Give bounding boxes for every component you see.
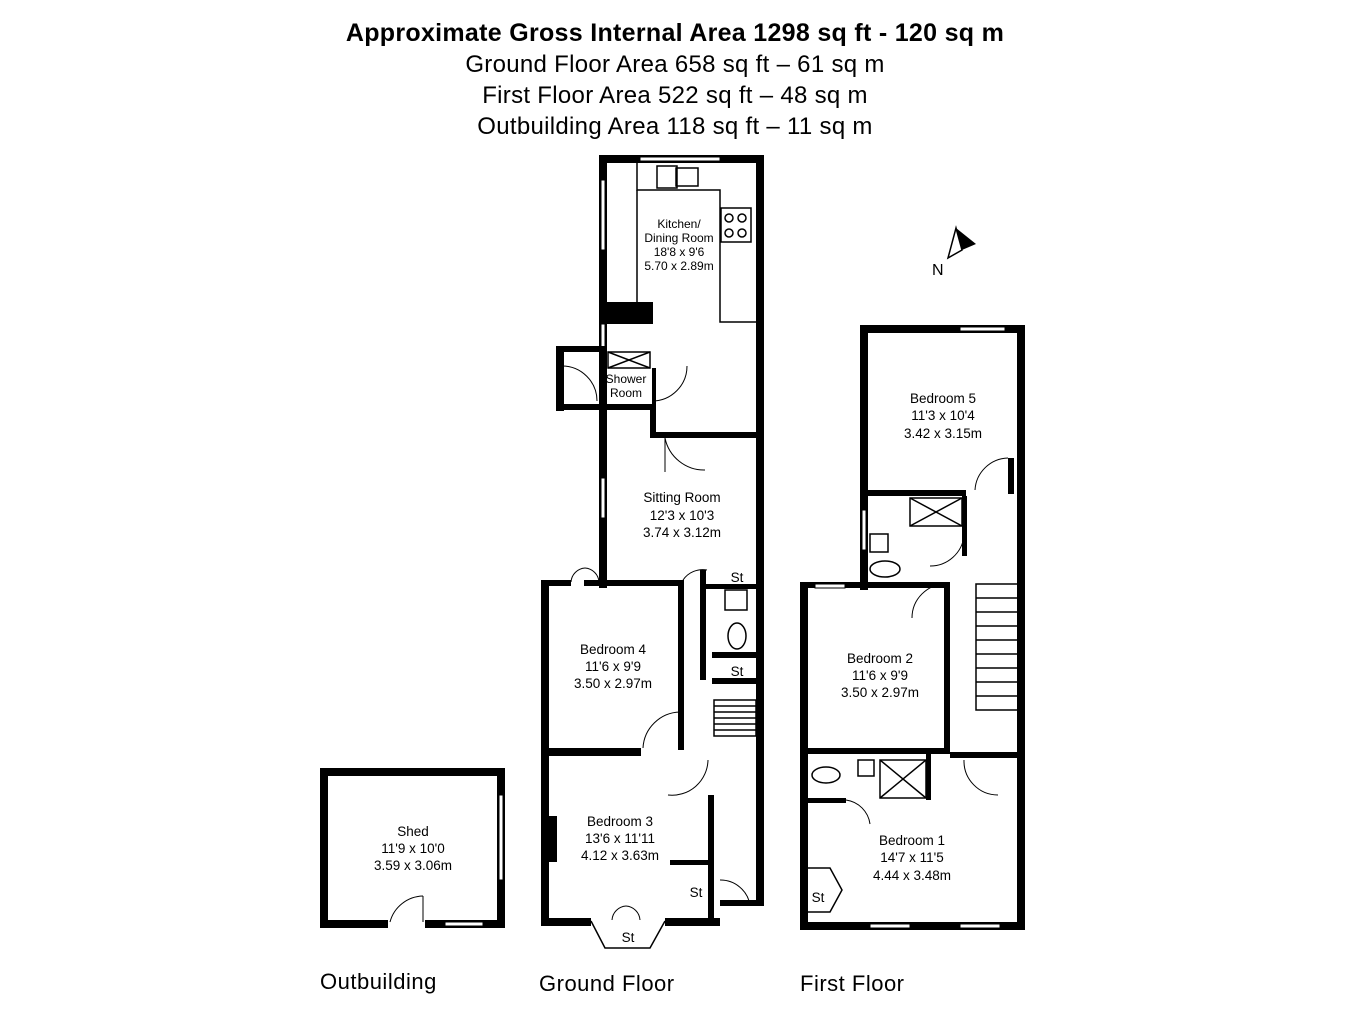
floor-label-first: First Floor <box>800 971 905 996</box>
bed3-name: Bedroom 3 <box>587 814 653 829</box>
ground-floor-plan <box>541 155 764 949</box>
bed2-imperial: 11'6 x 9'9 <box>852 668 908 683</box>
sitting-imperial: 12'3 x 10'3 <box>650 508 714 523</box>
room-bedroom-2: Bedroom 2 11'6 x 9'9 3.50 x 2.97m <box>841 651 919 700</box>
store-label: St <box>731 570 744 585</box>
room-bedroom-5: Bedroom 5 11'3 x 10'4 3.42 x 3.15m <box>904 391 982 441</box>
store-label: St <box>622 930 635 945</box>
shed-name: Shed <box>397 824 429 839</box>
room-bedroom-4: Bedroom 4 11'6 x 9'9 3.50 x 2.97m <box>574 642 652 691</box>
bed2-metric: 3.50 x 2.97m <box>841 685 919 700</box>
sitting-metric: 3.74 x 3.12m <box>643 525 721 540</box>
kitchen-name-1: Kitchen/ <box>657 217 701 231</box>
bed1-name: Bedroom 1 <box>879 833 945 848</box>
bed4-name: Bedroom 4 <box>580 642 647 657</box>
outbuilding-plan <box>320 768 505 928</box>
room-sitting: Sitting Room 12'3 x 10'3 3.74 x 3.12m <box>643 490 721 540</box>
bed5-imperial: 11'3 x 10'4 <box>911 408 975 423</box>
store-label: St <box>731 664 744 679</box>
bed1-metric: 4.44 x 3.48m <box>873 868 951 883</box>
kitchen-metric: 5.70 x 2.89m <box>644 259 713 273</box>
first-floor-area: First Floor Area 522 sq ft – 48 sq m <box>482 82 868 109</box>
floor-label-outbuilding: Outbuilding <box>320 969 437 994</box>
room-kitchen: Kitchen/ Dining Room 18'8 x 9'6 5.70 x 2… <box>644 217 713 273</box>
shower-name-1: Shower <box>606 372 647 386</box>
outbuilding-area: Outbuilding Area 118 sq ft – 11 sq m <box>477 113 873 140</box>
bed1-imperial: 14'7 x 11'5 <box>880 850 943 865</box>
bed3-metric: 4.12 x 3.63m <box>581 848 659 863</box>
store-label: St <box>812 890 825 905</box>
bed4-imperial: 11'6 x 9'9 <box>585 659 641 674</box>
kitchen-name-2: Dining Room <box>644 231 713 245</box>
ground-floor-area: Ground Floor Area 658 sq ft – 61 sq m <box>465 51 885 78</box>
shed-metric: 3.59 x 3.06m <box>374 858 452 873</box>
bed3-imperial: 13'6 x 11'11 <box>585 831 655 846</box>
first-floor-plan <box>800 325 1025 930</box>
room-bedroom-1: Bedroom 1 14'7 x 11'5 4.44 x 3.48m <box>873 833 951 883</box>
total-area: Approximate Gross Internal Area 1298 sq … <box>345 19 1005 47</box>
floor-label-ground: Ground Floor <box>539 971 675 996</box>
room-shower: Shower Room <box>606 372 647 400</box>
bed2-name: Bedroom 2 <box>847 651 913 666</box>
bed5-metric: 3.42 x 3.15m <box>904 426 982 441</box>
store-label: St <box>690 885 703 900</box>
compass-label: N <box>932 262 944 279</box>
shower-name-2: Room <box>610 386 642 400</box>
sitting-name: Sitting Room <box>643 490 720 505</box>
shed-imperial: 11'9 x 10'0 <box>381 841 444 856</box>
bed5-name: Bedroom 5 <box>910 391 976 406</box>
bed4-metric: 3.50 x 2.97m <box>574 676 652 691</box>
north-compass-icon: N <box>932 225 976 279</box>
area-summary: Approximate Gross Internal Area 1298 sq … <box>0 18 1350 142</box>
kitchen-imperial: 18'8 x 9'6 <box>654 245 705 259</box>
room-bedroom-3: Bedroom 3 13'6 x 11'11 4.12 x 3.63m <box>581 814 659 863</box>
room-shed: Shed 11'9 x 10'0 3.59 x 3.06m <box>374 824 452 873</box>
